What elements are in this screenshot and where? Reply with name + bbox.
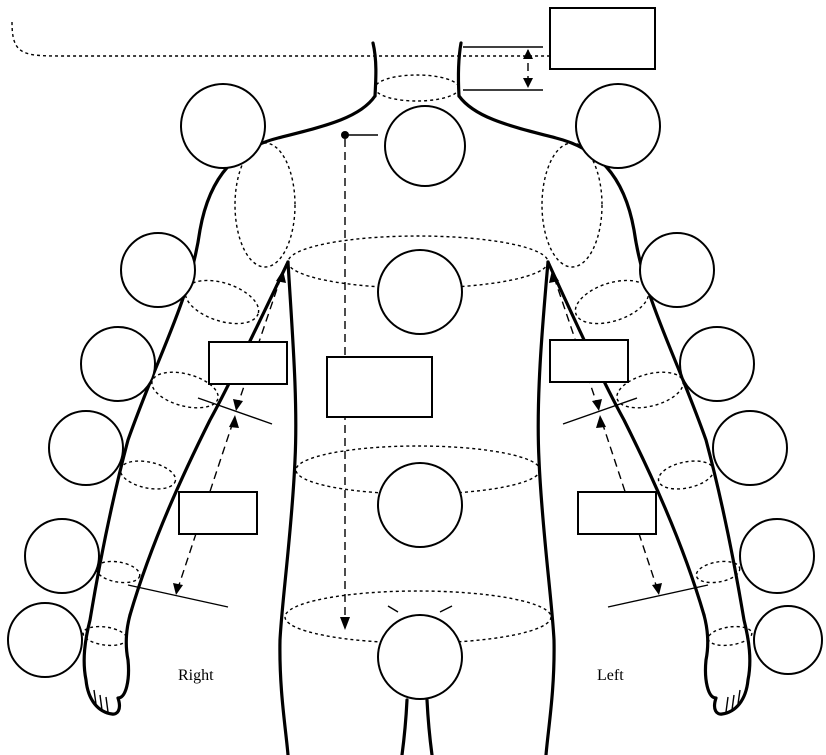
right-upperarm-arrow-bottom (233, 399, 243, 411)
left-wrist-upper-ellipse (695, 560, 741, 584)
left-elbow-field[interactable] (679, 326, 755, 402)
right-elbow-ellipse (151, 371, 219, 409)
right-armhole-ellipse (234, 142, 296, 268)
leader-line (11, 21, 630, 57)
left-fingers (725, 689, 741, 713)
left-wrist-ellipse (707, 625, 753, 647)
neck-height-field[interactable] (549, 7, 656, 70)
right-wrist-upper-field[interactable] (24, 518, 100, 594)
chest-girth-ellipse (287, 235, 549, 289)
right-wrist-ellipse (82, 625, 128, 647)
right-forearm-ellipse (119, 460, 177, 490)
neck-base-field[interactable] (384, 105, 466, 187)
right-side-label: Right (178, 667, 214, 684)
left-upperarm-length-field[interactable] (549, 339, 629, 383)
left-wrist-upper-field[interactable] (739, 518, 815, 594)
inner-leg-right (400, 698, 409, 755)
center-length-arrow-head (340, 617, 350, 630)
chest-field[interactable] (377, 249, 463, 335)
left-elbow-tick (562, 397, 638, 425)
neck-girth-ellipse (374, 74, 460, 102)
left-elbow-ellipse (616, 371, 684, 409)
right-upperarm-field[interactable] (120, 232, 196, 308)
left-wrist-field[interactable] (753, 605, 823, 675)
left-shoulder-field[interactable] (575, 83, 661, 169)
box-fields (178, 7, 657, 535)
left-armhole-ellipse (541, 142, 603, 268)
right-inner-arm-outline (128, 260, 290, 617)
inner-leg-left (425, 698, 434, 755)
hip-field[interactable] (377, 614, 463, 700)
right-forearm-length-field[interactable] (178, 491, 258, 535)
right-fingers (93, 689, 109, 713)
left-forearm-arrow-top (596, 415, 606, 428)
left-forearm-length (601, 421, 658, 589)
right-forearm-arrow-bottom (173, 583, 183, 595)
left-forearm-field[interactable] (712, 410, 788, 486)
left-wrist-tick (607, 584, 709, 608)
right-upperarm-arrow-top (276, 270, 286, 283)
left-forearm-ellipse (657, 460, 715, 490)
right-forearm-field[interactable] (48, 410, 124, 486)
right-torso-outline (278, 260, 298, 755)
right-upperarm-length-field[interactable] (208, 341, 288, 385)
right-shoulder-field[interactable] (180, 83, 266, 169)
left-upperarm-field[interactable] (639, 232, 715, 308)
left-forearm-length-field[interactable] (577, 491, 657, 535)
left-upperarm-arrow-bottom (592, 399, 602, 411)
neck-right-outline (371, 41, 378, 98)
left-torso-outline (536, 260, 556, 755)
left-side-label: Left (597, 667, 624, 684)
center-length-field[interactable] (326, 356, 433, 418)
right-wrist-field[interactable] (7, 602, 83, 678)
neck-arrow-head-down (523, 78, 533, 88)
left-outer-outline (457, 94, 752, 716)
crotch-tick-right (387, 605, 399, 613)
right-wrist-tick (127, 584, 229, 608)
right-wrist-upper-ellipse (95, 560, 141, 584)
neck-left-outline (456, 41, 463, 98)
right-forearm-arrow-top (229, 415, 239, 428)
neck-arrow-head-up (523, 49, 533, 59)
right-elbow-tick (197, 397, 273, 425)
crotch-tick-left (439, 605, 453, 613)
right-forearm-length (177, 421, 234, 589)
circle-fields (7, 83, 823, 700)
left-forearm-arrow-bottom (652, 583, 662, 595)
right-elbow-field[interactable] (80, 326, 156, 402)
waist-field[interactable] (377, 462, 463, 548)
left-inner-arm-outline (546, 260, 706, 617)
left-upperarm-arrow-top (549, 270, 559, 283)
